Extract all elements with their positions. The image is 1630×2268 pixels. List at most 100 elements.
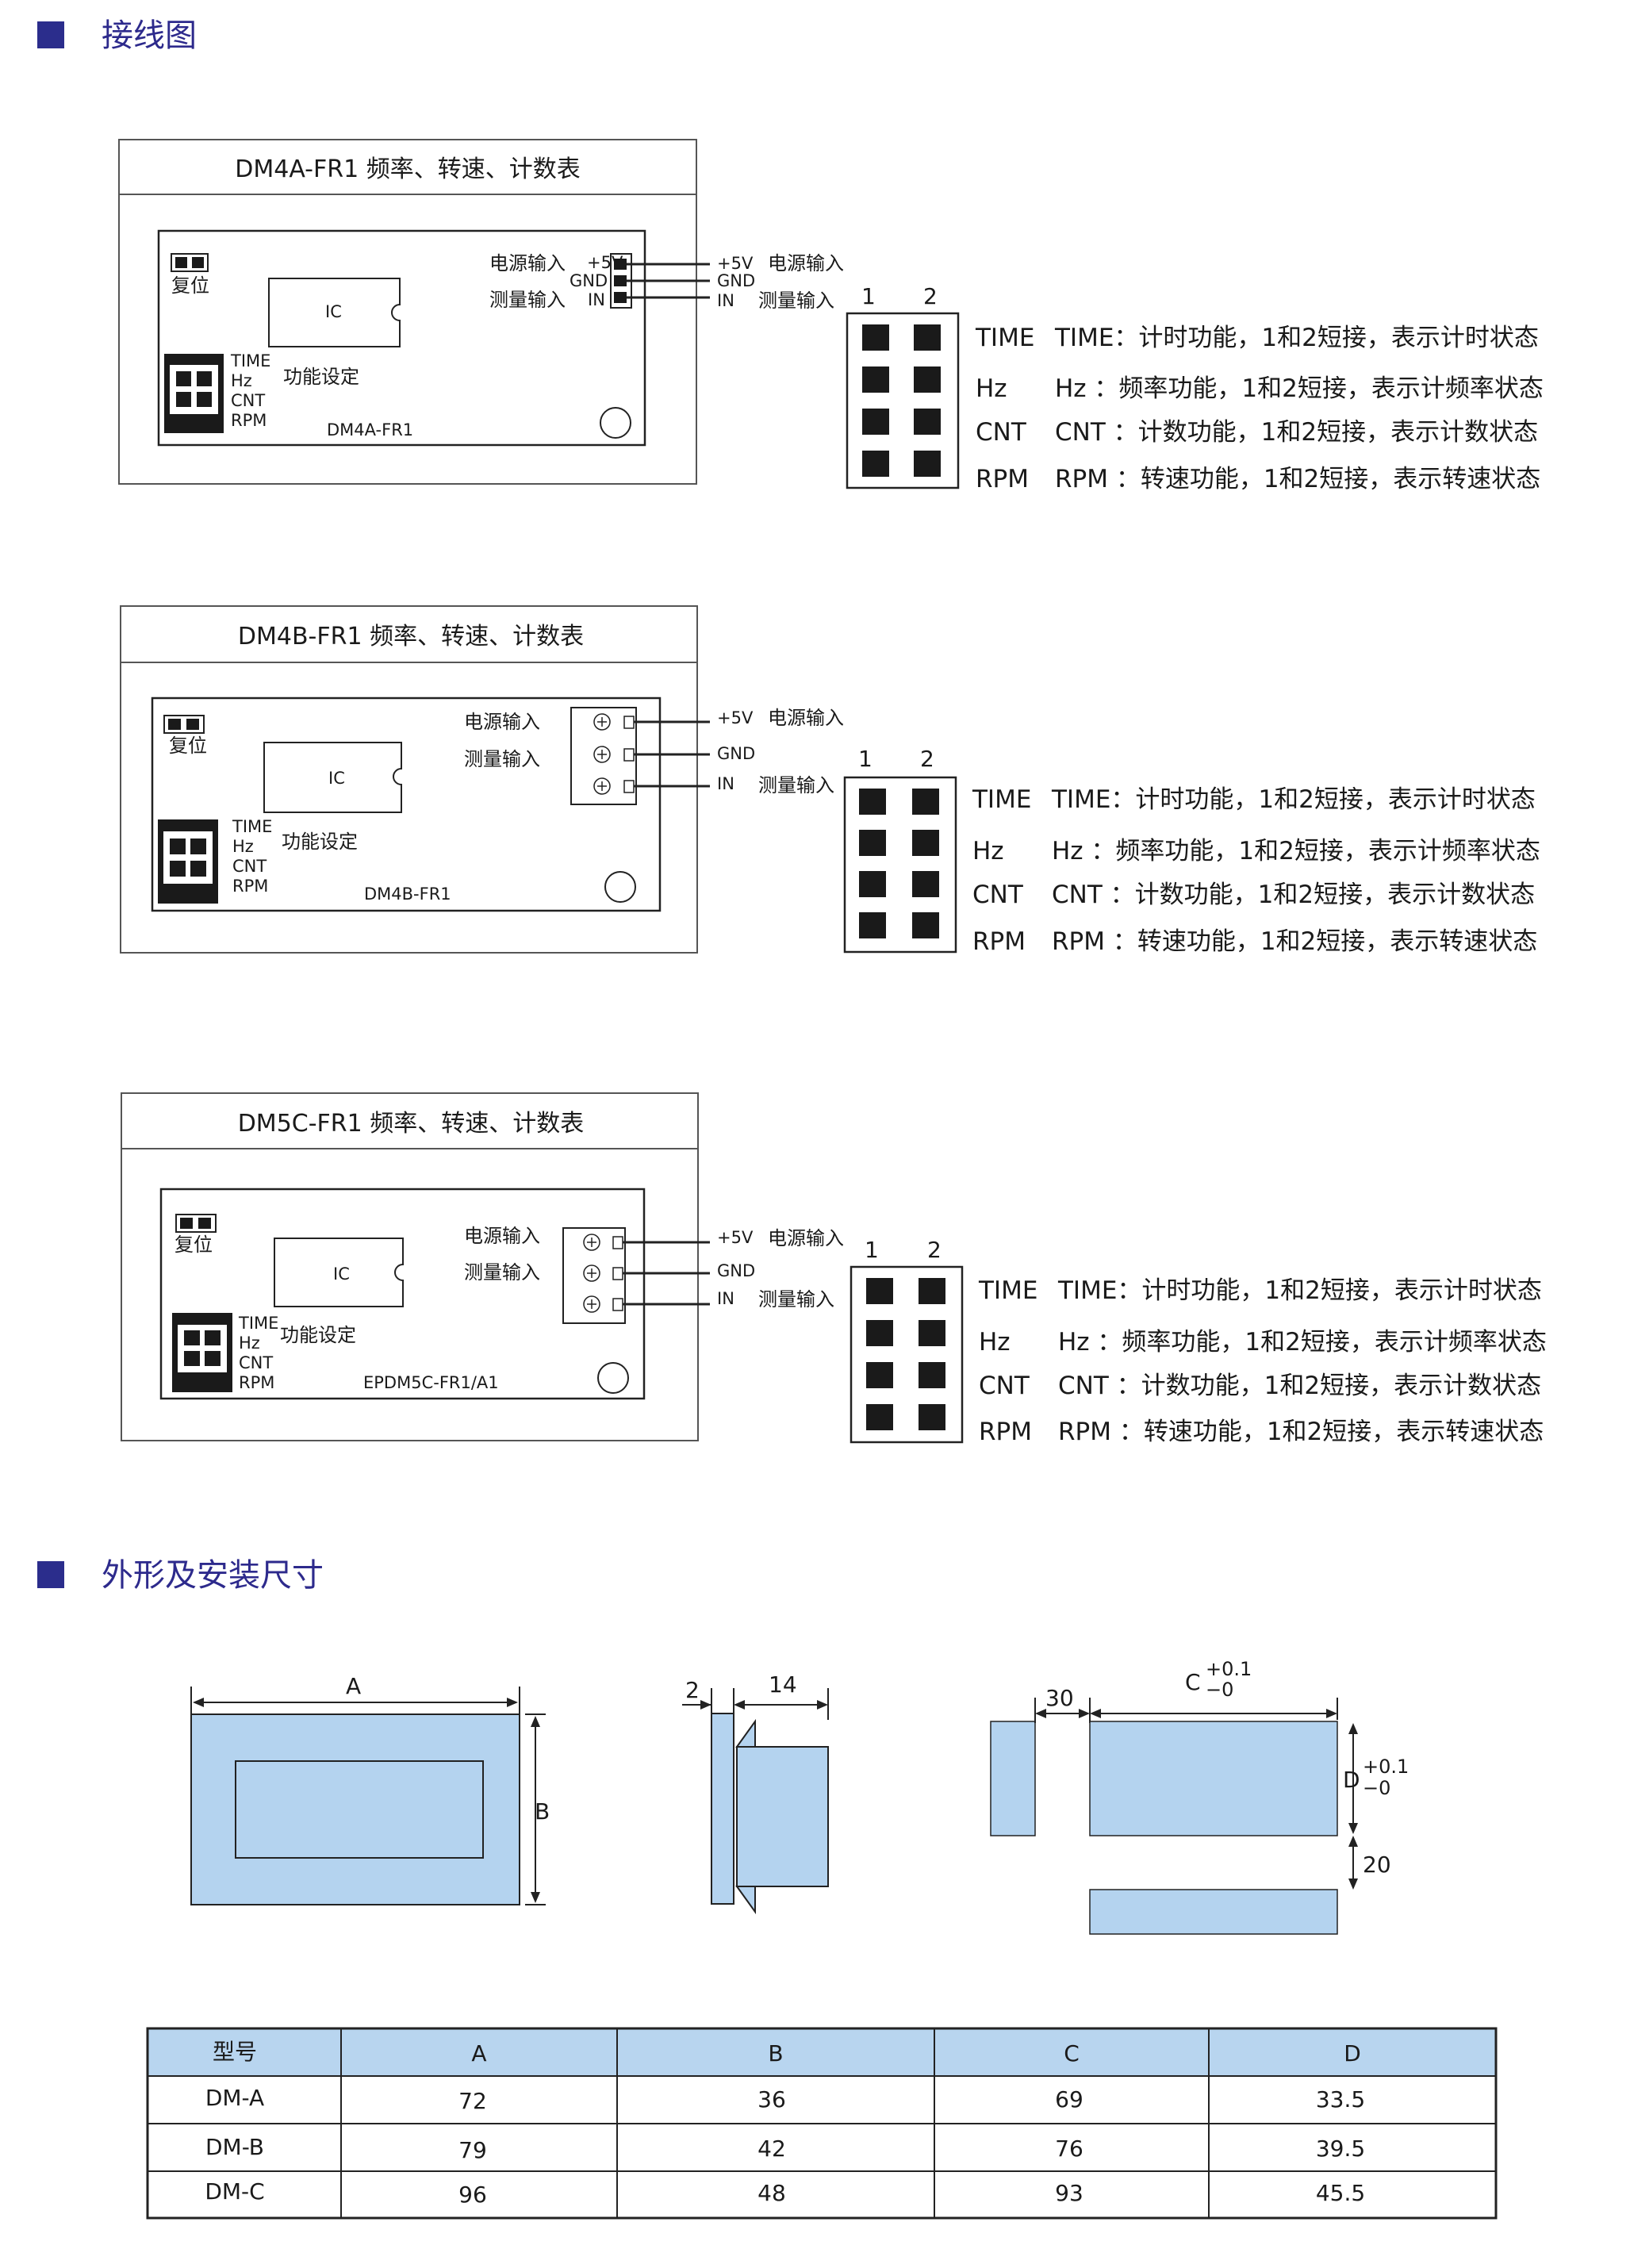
- jumper-pad-icon: [914, 324, 941, 351]
- table-cell: 36: [757, 2086, 786, 2113]
- reset-pin-icon: [192, 257, 204, 268]
- wire-desc-power: 电源输入: [768, 252, 844, 274]
- ic-chip-icon: [268, 278, 401, 347]
- jumper-pad-icon: [866, 1404, 893, 1430]
- power-input-label: 电源输入: [464, 1225, 540, 1247]
- jumper-col-1: 1: [865, 1237, 879, 1263]
- terminal-pin-icon: [614, 292, 627, 303]
- front-view-drawing: A B: [190, 1673, 550, 1905]
- board-title: DM4A-FR1 频率、转速、计数表: [235, 155, 580, 183]
- adjacent-panel: [990, 1721, 1036, 1836]
- legend-mode-time: TIME: [972, 785, 1031, 814]
- dim-label-depth: 14: [769, 1671, 797, 1698]
- wire-pin-in: IN: [717, 1289, 734, 1308]
- func-mode-rpm: RPM: [239, 1373, 274, 1392]
- jumper-pad-icon: [862, 366, 889, 393]
- table-header-d: D: [1344, 2040, 1361, 2067]
- measure-input-label: 测量输入: [464, 748, 540, 770]
- jumper-pad-icon: [859, 789, 886, 815]
- legend-mode-cnt: CNT: [979, 1372, 1030, 1400]
- jumper-header-frame: [846, 312, 960, 489]
- mounting-hole-icon: [597, 1362, 629, 1394]
- dimensions-section-title: 外形及安装尺寸: [102, 1557, 324, 1594]
- jumper-col-1: 1: [858, 746, 873, 772]
- table-cell: 72: [458, 2088, 487, 2114]
- legend-mode-time: TIME: [975, 324, 1034, 352]
- legend-text-rpm: RPM ：转速功能，1和2短接，表示转速状态: [1052, 927, 1537, 956]
- side-clip: [735, 1886, 756, 1915]
- function-setting-label: 功能设定: [283, 366, 359, 388]
- jumper-pad-icon: [919, 1404, 945, 1430]
- jumper-col-1: 1: [861, 283, 876, 309]
- mounting-hole-icon: [600, 407, 631, 439]
- section-marker-icon: [37, 21, 64, 48]
- function-setting-label: 功能设定: [280, 1324, 356, 1346]
- table-header-c: C: [1064, 2040, 1080, 2067]
- reset-pin-icon: [168, 719, 181, 730]
- ic-chip-icon: [263, 742, 402, 813]
- function-pad-icon: [170, 839, 186, 854]
- dim-tol-d-plus: +0.1: [1363, 1756, 1409, 1778]
- power-input-label: 电源输入: [464, 711, 540, 733]
- ic-chip-icon: [274, 1238, 404, 1307]
- function-pad-icon: [170, 861, 186, 877]
- legend-text-hz: Hz ：频率功能，1和2短接，表示计频率状态: [1055, 374, 1544, 403]
- func-mode-hz: Hz: [231, 371, 252, 390]
- screw-icon: [583, 1295, 600, 1313]
- function-setting-label: 功能设定: [282, 831, 358, 853]
- dim-tol-d-minus: −0: [1363, 1777, 1390, 1799]
- table-cell: DM-A: [205, 2085, 264, 2111]
- legend-text-cnt: CNT ：计数功能，1和2短接，表示计数状态: [1058, 1372, 1541, 1400]
- table-cell: DM-C: [205, 2178, 264, 2205]
- wire-desc-power: 电源输入: [768, 1227, 844, 1249]
- wire-pin-5v: +5V: [717, 1228, 754, 1247]
- function-pad-icon: [176, 392, 191, 407]
- reset-pin-icon: [175, 257, 187, 268]
- terminal-pin-icon: [614, 259, 627, 270]
- reset-label: 复位: [175, 1234, 213, 1256]
- jumper-pad-icon: [912, 871, 939, 897]
- function-pad-icon: [197, 371, 212, 386]
- board-diagram-dm4b: DM4B-FR1 频率、转速、计数表 复位 IC TIME Hz CNT RPM…: [120, 605, 1540, 956]
- screw-terminal-block: [562, 1227, 626, 1324]
- screw-icon: [583, 1264, 600, 1282]
- jumper-pad-icon: [859, 871, 886, 897]
- side-body: [736, 1746, 829, 1887]
- func-mode-hz: Hz: [232, 837, 254, 856]
- side-front-plate: [711, 1713, 734, 1905]
- pin-label-gnd: GND: [570, 271, 608, 290]
- jumper-pad-icon: [866, 1362, 893, 1388]
- power-input-label: 电源输入: [489, 252, 566, 274]
- reset-jumper-icon: [163, 715, 205, 734]
- legend-mode-rpm: RPM: [979, 1418, 1032, 1446]
- jumper-pad-icon: [912, 789, 939, 815]
- wire-pin-gnd: GND: [717, 744, 755, 763]
- board-model-label: DM4A-FR1: [327, 420, 413, 439]
- table-cell: 33.5: [1316, 2086, 1365, 2113]
- legend-mode-cnt: CNT: [976, 418, 1027, 447]
- board-model-label: DM4B-FR1: [364, 885, 451, 904]
- legend-text-hz: Hz ：频率功能，1和2短接，表示计频率状态: [1058, 1328, 1547, 1357]
- table-header-model: 型号: [213, 2039, 257, 2065]
- ic-label: IC: [333, 1264, 350, 1284]
- dim-label-d: D: [1343, 1767, 1360, 1793]
- jumper-pad-icon: [919, 1362, 945, 1388]
- pin-label-in: IN: [588, 290, 605, 309]
- wire-desc-measure: 测量输入: [758, 290, 834, 312]
- cutout-view-drawing: 30 C +0.1 −0 D +0.1 −0 20: [990, 1658, 1409, 1935]
- func-mode-hz: Hz: [239, 1334, 260, 1353]
- legend-mode-hz: Hz: [976, 374, 1007, 403]
- jumper-pad-icon: [914, 366, 941, 393]
- table-cell: 76: [1055, 2136, 1083, 2162]
- table-cell: 39.5: [1316, 2136, 1365, 2162]
- table-cell: DM-B: [205, 2134, 264, 2160]
- table-cell: 45.5: [1316, 2180, 1365, 2206]
- wire-pin-in: IN: [717, 291, 734, 310]
- measure-input-label: 测量输入: [489, 289, 566, 311]
- function-pad-icon: [190, 861, 206, 877]
- table-cell: 48: [757, 2180, 786, 2206]
- screw-icon: [593, 713, 611, 731]
- legend-mode-rpm: RPM: [972, 927, 1026, 956]
- func-mode-rpm: RPM: [232, 877, 268, 896]
- jumper-pad-icon: [912, 830, 939, 856]
